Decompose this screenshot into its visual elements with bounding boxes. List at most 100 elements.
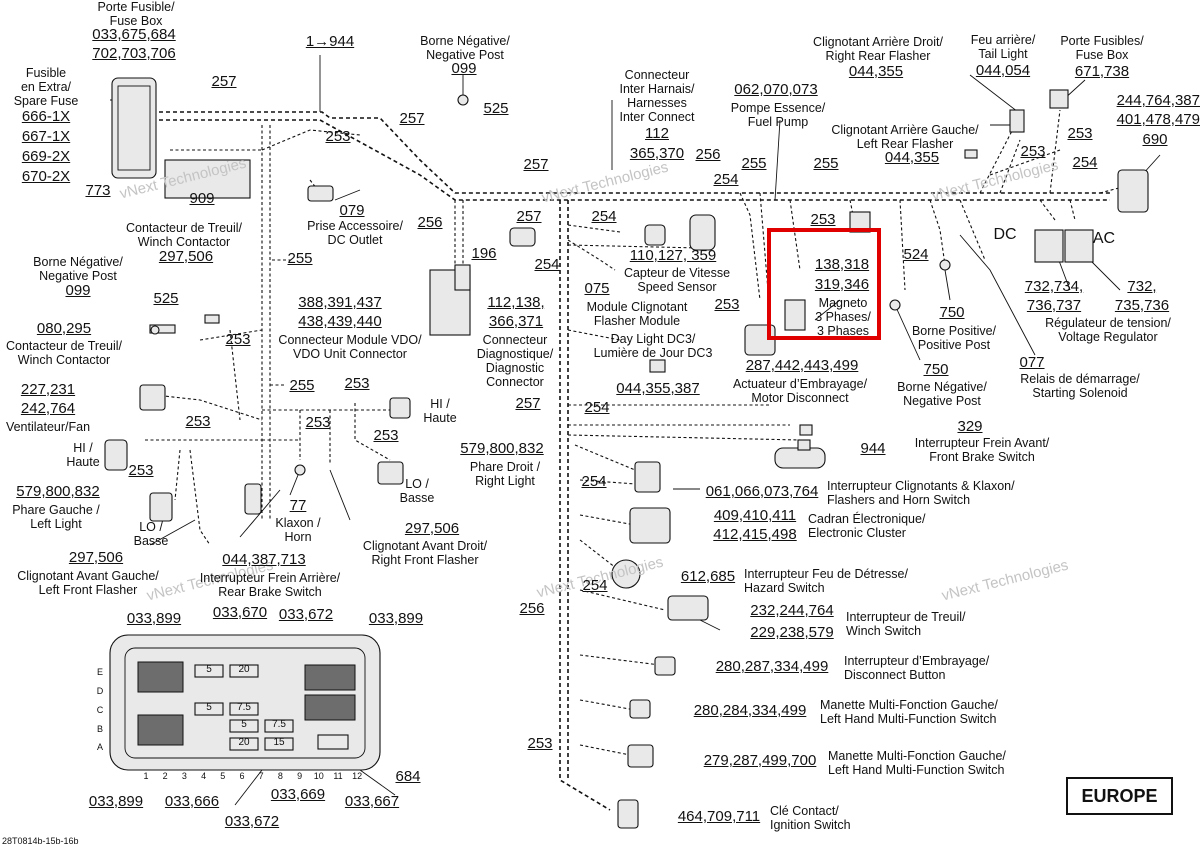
hazard-number: 612,685	[680, 568, 736, 585]
negative-post-label: Borne Négative/Negative Post	[33, 255, 123, 283]
fuse-box-left	[111, 77, 157, 179]
lh-multi-label: Manette Multi-Fonction Gauche/Left Hand …	[820, 698, 998, 726]
winch-switch-label: Interrupteur de Treuil/Winch Switch	[846, 610, 966, 638]
winch-switch-number: 229,238,579	[750, 624, 834, 641]
vdo-connector-number: 388,391,437	[298, 294, 382, 311]
speed-sensor-number: 110,127, 359	[629, 247, 717, 264]
harness-number: 253	[373, 427, 399, 444]
daylight-number: 044,355,387	[616, 380, 700, 397]
fuse-column-label: 4	[201, 771, 207, 781]
spare-fuse-item: 666-1X	[21, 108, 71, 125]
negative-post-label: Borne Négative/Negative Post	[897, 380, 987, 408]
harness-number: 253	[305, 414, 331, 431]
fuse-panel-number: 033,666	[164, 793, 220, 810]
harness-number: 254	[582, 577, 608, 594]
fan-number: 227,231	[20, 381, 76, 398]
right-edge-number: 244,764,387	[1116, 92, 1200, 109]
voltage-reg-number: 732,734,	[1024, 278, 1084, 295]
fuse-row-label: A	[96, 742, 104, 752]
fuel-pump-number: 062,070,073	[734, 81, 818, 98]
harness-number: 254	[581, 473, 607, 490]
voltage-reg-number: 735,736	[1114, 297, 1170, 314]
harness-number: 255	[741, 155, 767, 172]
harness-number: 253	[225, 331, 251, 348]
harness-number: 256	[417, 214, 443, 231]
left-light-label: Phare Gauche /Left Light	[12, 503, 100, 531]
harness-number: 253	[810, 211, 836, 228]
winch-contactor-label: Contacteur de Treuil/Winch Contactor	[5, 339, 123, 367]
harness-number: 253	[344, 375, 370, 392]
harness-number: 253	[128, 462, 154, 479]
harness-number: 253	[527, 735, 553, 752]
right-light-label: Phare Droit /Right Light	[469, 460, 541, 488]
fuse-panel-number: 033,899	[368, 610, 424, 627]
hazard-label: Interrupteur Feu de Détresse/Hazard Swit…	[744, 567, 908, 595]
fuse-value: 7.5	[237, 702, 251, 713]
daylight-label: Day Light DC3/Lumière de Jour DC3	[593, 332, 713, 360]
fan-number: 242,764	[20, 400, 76, 417]
fuse-panel-number: 033,670	[212, 604, 268, 621]
harness-number: 253	[1020, 143, 1046, 160]
fuse-value: 15	[273, 737, 285, 748]
harness-number: 256	[519, 600, 545, 617]
hi-label: HI /Haute	[423, 397, 457, 425]
magneto-number: 319,346	[814, 276, 870, 293]
fuse-panel-number: 033,899	[126, 610, 182, 627]
horn-label: Klaxon /Horn	[275, 516, 321, 544]
left-front-flasher-label: Clignotant Avant Gauche/Left Front Flash…	[17, 569, 159, 597]
harness-number: 257	[211, 73, 237, 90]
right-light-number: 579,800,832	[460, 440, 544, 457]
rear-brake-label: Interrupteur Frein Arrière/Rear Brake Sw…	[199, 571, 341, 599]
voltage-reg-label: Régulateur de tension/Voltage Regulator	[1045, 316, 1171, 344]
hi-label: HI /Haute	[66, 441, 100, 469]
harness-number: 524	[903, 246, 929, 263]
tail-light-number: 044,054	[975, 62, 1031, 79]
dc-label: DC	[993, 226, 1017, 243]
negative-post-label: Borne Négative/Negative Post	[420, 34, 510, 62]
tail-light-label: Feu arrière/Tail Light	[970, 33, 1036, 61]
fuse-column-label: 8	[277, 771, 283, 781]
highlight-box	[767, 228, 881, 340]
inter-harness-number: 112	[645, 125, 669, 142]
fuse-panel-number: 033,669	[270, 786, 326, 803]
starting-solenoid-label: Relais de démarrage/Starting Solenoid	[1020, 372, 1140, 400]
motor-disconnect-label: Actuateur d’Embrayage/Motor Disconnect	[732, 377, 868, 405]
harness-number: 253	[714, 296, 740, 313]
front-brake-number: 944	[860, 440, 886, 457]
diag-connector-number: 366,371	[488, 313, 544, 330]
flasher-module-number: 075	[584, 280, 610, 297]
harness-number: 256	[695, 146, 721, 163]
left-rear-flasher-label: Clignotant Arrière Gauche/Left Rear Flas…	[831, 123, 979, 151]
spare-fuse-item: 670-2X	[21, 168, 71, 185]
fuse-box-number: 671,738	[1074, 63, 1130, 80]
region-label: EUROPE	[1066, 777, 1173, 815]
negative-post-number: 099	[65, 282, 91, 299]
rear-brake-number: 044,387,713	[222, 551, 306, 568]
winch-contactor-number: 297,506	[158, 248, 214, 265]
lo-label: LO /Basse	[399, 477, 435, 505]
lh-multi-number: 279,287,499,700	[703, 752, 817, 769]
fuse-box-number: 033,675,684	[92, 26, 176, 43]
left-rear-flasher-number: 044,355	[884, 149, 940, 166]
vertical-harness	[559, 200, 611, 811]
harness-number: 255	[289, 377, 315, 394]
disconnect-button-number: 280,287,334,499	[715, 658, 829, 675]
fuse-box-label: Porte Fusibles/Fuse Box	[1060, 34, 1144, 62]
magneto-number: 138,318	[814, 256, 870, 273]
cluster-number: 412,415,498	[713, 526, 797, 543]
drawing-code: 28T0814b-15b-16b	[2, 836, 79, 846]
harness-number: 255	[813, 155, 839, 172]
cluster-label: Cadran Électronique/Electronic Cluster	[808, 512, 926, 540]
right-front-flasher-label: Clignotant Avant Droit/Right Front Flash…	[362, 539, 488, 567]
winch-contactor-label: Contacteur de Treuil/Winch Contactor	[125, 221, 243, 249]
fuse-box-ref: 773	[85, 182, 111, 199]
fuse-value: 20	[238, 737, 250, 748]
spare-fuse-item: 667-1X	[21, 128, 71, 145]
fuse-value: 5	[206, 702, 212, 713]
front-brake-number: 329	[957, 418, 983, 435]
right-edge-number: 401,478,479	[1116, 111, 1200, 128]
ignition-number: 464,709,711	[677, 808, 761, 825]
